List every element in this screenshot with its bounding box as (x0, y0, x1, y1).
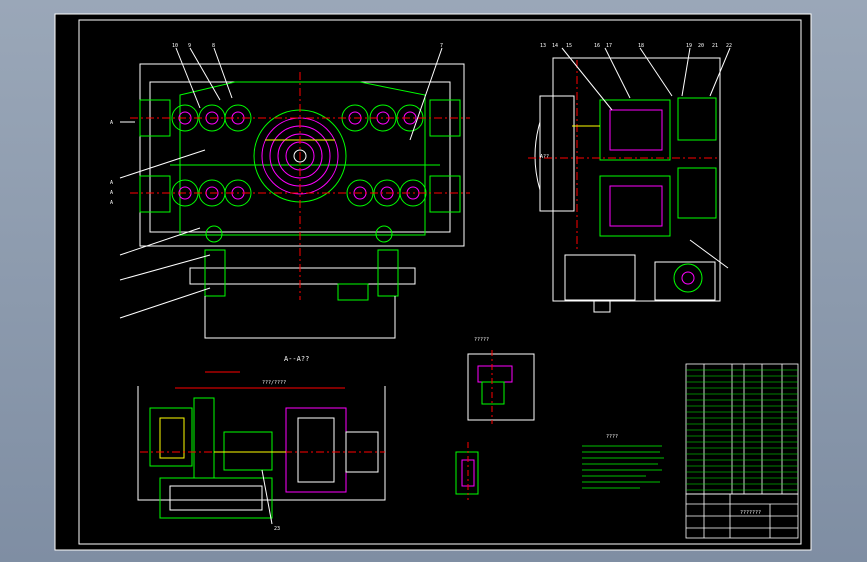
support-center (337, 283, 369, 301)
main-view-part-numbers: 10 9 8 7 A A A A (110, 43, 443, 206)
title-block-name: ??????? (740, 510, 761, 516)
flange-right-bottom (429, 175, 461, 213)
side-pinion-bracket (654, 261, 716, 301)
side-leader-4 (681, 47, 691, 97)
part-number-9: 9 (188, 43, 191, 49)
section-mark-label-2: A (110, 190, 113, 196)
section-leader-23 (261, 469, 273, 525)
part-number-19: 19 (686, 43, 692, 49)
part-number-20: 20 (698, 43, 704, 49)
detail-part-lower (481, 381, 505, 405)
side-leader-5 (709, 47, 731, 97)
leader-left-4 (119, 149, 206, 179)
pinion-left (205, 225, 223, 243)
leader-left-2 (119, 254, 211, 281)
base-frame-inner (169, 485, 263, 511)
side-view-part-numbers: 13 14 15 16 17 18 19 20 21 22 A?? (540, 43, 732, 160)
side-view-outline (552, 57, 721, 302)
pinion-right (375, 225, 393, 243)
gearbox-lower-inner (609, 185, 663, 227)
title-block (685, 493, 799, 539)
leader-top-1 (175, 47, 201, 109)
gearbox-upper-block (599, 99, 671, 161)
side-view (528, 47, 731, 313)
gear-housing (223, 431, 273, 471)
output-flange (345, 431, 379, 473)
center-gear-hub (293, 149, 307, 163)
drive-unit-bottom (677, 167, 717, 219)
motor-housing-left (534, 121, 541, 191)
main-view (119, 47, 470, 339)
part-number-17: 17 (606, 43, 612, 49)
side-base-foot (593, 299, 611, 313)
side-view-label: A?? (540, 154, 549, 160)
detail2-part (455, 451, 479, 495)
side-leader-1 (561, 47, 613, 111)
drawing-border (78, 19, 802, 545)
part-number-18: 18 (638, 43, 644, 49)
parts-list (685, 363, 799, 495)
detail-view-label: ????? (474, 337, 489, 343)
main-view-outline (139, 63, 465, 247)
drawing-sheet (54, 13, 812, 551)
part-number-22: 22 (726, 43, 732, 49)
notes-title: ???? (606, 434, 618, 440)
side-leader-6 (689, 239, 729, 269)
gearbox-upper-inner (609, 109, 663, 151)
base-frame (159, 477, 273, 519)
parts-list-rows (686, 369, 798, 491)
side-leader-2 (604, 47, 631, 99)
flange-left-bottom (139, 175, 171, 213)
support-left (204, 249, 226, 297)
section-view-title: A--A?? (284, 355, 309, 363)
detail-view (455, 350, 535, 500)
drive-unit-top (677, 97, 717, 141)
center-gear-ring3 (277, 133, 323, 179)
part-number-21: 21 (712, 43, 718, 49)
part-number-23: 23 (274, 526, 280, 532)
leader-left-1 (119, 227, 201, 256)
detail-outline (467, 353, 535, 421)
part-number-16: 16 (594, 43, 600, 49)
part-number-7: 7 (440, 43, 443, 49)
gear-bottom-3 (224, 179, 252, 207)
motor-inner (159, 417, 185, 459)
section-mark-label-3: A (110, 200, 113, 206)
section-mark-label-1: A (110, 180, 113, 186)
foundation-outline (204, 296, 396, 339)
part-number-14: 14 (552, 43, 558, 49)
gear-top-3 (224, 104, 252, 132)
leader-top-3 (213, 47, 233, 99)
leader-top-4 (409, 47, 443, 141)
spindle-core (297, 417, 335, 483)
support-right (377, 249, 399, 297)
center-gear-ring1 (261, 117, 339, 195)
section-mark-label-4: A (110, 120, 113, 126)
part-number-15: 15 (566, 43, 572, 49)
motor-block (149, 407, 193, 467)
gearbox-lower-block (599, 175, 671, 237)
motor-mount (539, 95, 575, 212)
section-dimension: ???/???? (262, 380, 286, 386)
technical-notes (582, 445, 664, 489)
section-view (137, 371, 386, 525)
part-number-10: 10 (172, 43, 178, 49)
side-leader-3 (639, 47, 673, 97)
side-pinion (673, 263, 703, 293)
part-number-13: 13 (540, 43, 546, 49)
leader-top-2 (189, 47, 221, 101)
part-number-8: 8 (212, 43, 215, 49)
side-pinion-hub (681, 271, 695, 285)
base-beam (189, 267, 416, 285)
leader-left-3 (119, 287, 211, 319)
